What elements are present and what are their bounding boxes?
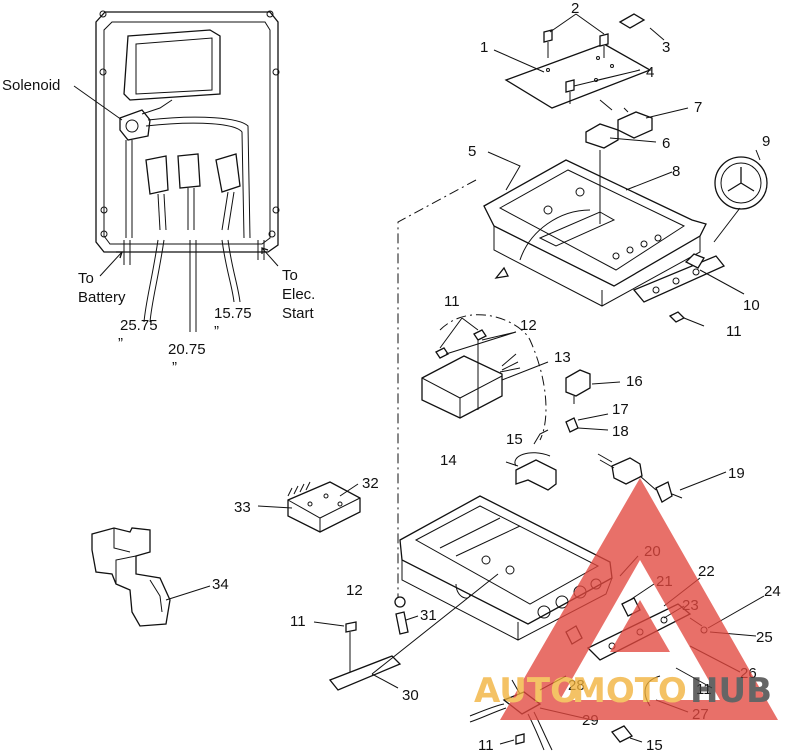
to-battery-label-line1: To [78,270,94,287]
solenoid-label: Solenoid [2,77,60,94]
callout-18: 18 [612,423,629,440]
wiring-inset [73,10,280,253]
upper-housing [483,150,726,327]
watermark-text-auto: AUTO [474,671,579,711]
callout-11-top: 11 [726,323,742,340]
leader-lines-top [487,13,761,295]
ignition-module [421,317,549,419]
callout-24: 24 [764,583,781,600]
grommet [714,156,768,210]
callout-12-lower: 12 [346,582,363,599]
wire-length-25-75-unit: ” [118,335,123,352]
callout-28: 28 [568,677,585,694]
watermark-triangle-icon [500,478,778,720]
bracket-34 [91,527,211,627]
callout-15-top: 15 [506,431,523,448]
relay-16 [565,369,621,433]
callout-9: 9 [762,133,770,150]
callout-13: 13 [554,349,571,366]
assembly-dashed-line [397,179,477,598]
callout-34: 34 [212,576,229,593]
to-elec-start-label-line1: To [282,267,298,284]
callout-31: 31 [420,607,437,624]
callout-1: 1 [480,39,488,56]
callout-11-lower-right: 11 [696,681,712,698]
wire-length-20-75: 20.75 [168,341,206,358]
callout-15-bottom: 15 [646,737,663,753]
mount-bracket [505,429,557,491]
wiring-inset-wires [99,239,279,332]
callout-12-module: 12 [520,317,537,334]
callout-33: 33 [234,499,251,516]
callout-32: 32 [362,475,379,492]
callout-10: 10 [743,297,760,314]
callout-7: 7 [694,99,702,116]
callout-17: 17 [612,401,629,418]
module-dashed-line [439,314,547,441]
callout-5: 5 [468,143,476,160]
callout-4: 4 [646,64,654,81]
watermark-text-moto: MOTO [572,671,687,711]
callout-2: 2 [571,0,579,17]
callout-22: 22 [698,563,715,580]
callout-14: 14 [440,452,457,469]
to-battery-label-line2: Battery [78,289,126,306]
wire-length-20-75-unit: ” [172,359,177,376]
callout-19: 19 [728,465,745,482]
callout-25: 25 [756,629,773,646]
watermark-text-hub: HUB [690,671,772,711]
wire-length-15-75: 15.75 [214,305,252,322]
callout-11-bottom: 11 [478,737,494,753]
terminal-block-32 [257,481,361,533]
callout-11-lower-left: 11 [290,613,306,630]
wire-length-25-75: 25.75 [120,317,158,334]
wire-length-15-75-unit: ” [214,323,219,340]
cover-plate-assembly [504,13,653,149]
watermark-logo: AUTO MOTO HUB [474,478,778,720]
to-elec-start-label-line3: Start [282,305,315,322]
callout-3: 3 [662,39,670,56]
callout-6: 6 [662,135,670,152]
coil-19 [597,453,727,503]
to-elec-start-label-line2: Elec. [282,286,315,303]
callout-30: 30 [402,687,419,704]
callout-8: 8 [672,163,680,180]
callout-16: 16 [626,373,643,390]
callout-11-module: 11 [444,293,460,310]
